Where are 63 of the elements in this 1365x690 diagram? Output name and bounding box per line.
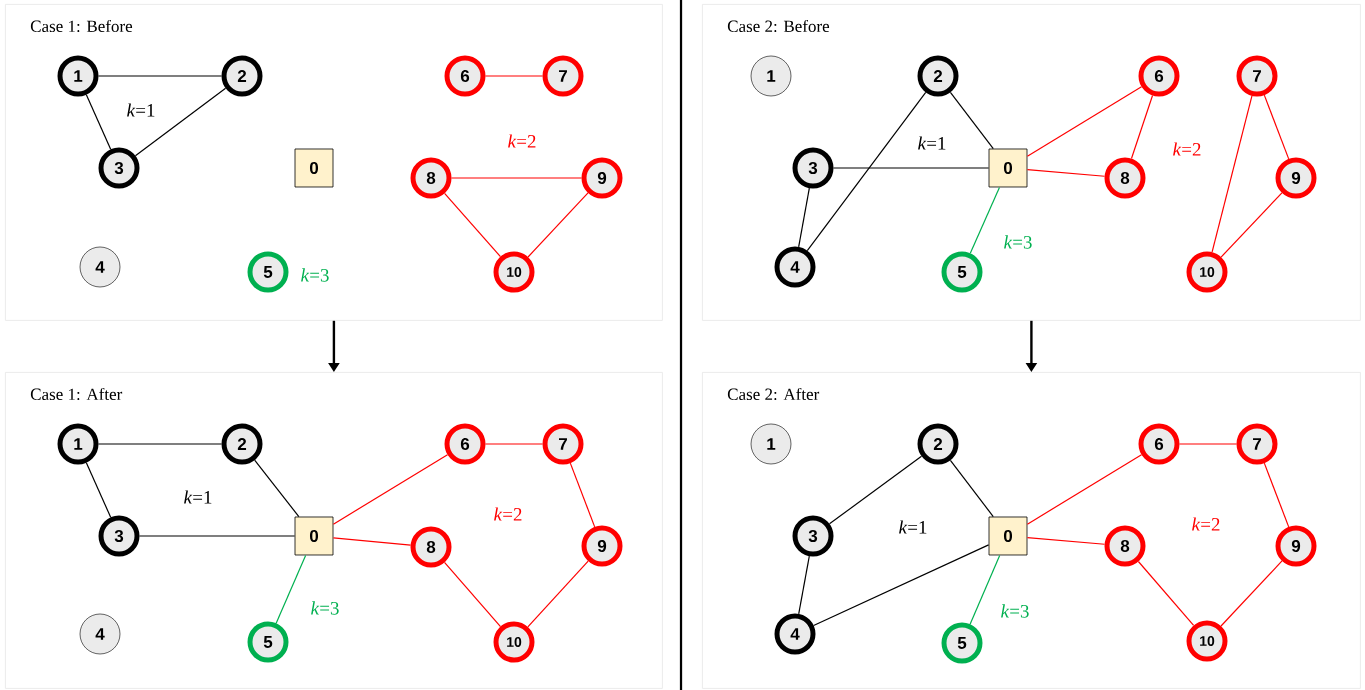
edge-line: [1263, 462, 1290, 528]
edge-line: [1026, 169, 1106, 177]
edge-line: [484, 443, 544, 445]
edge-line: [134, 87, 227, 157]
edge-line: [332, 454, 449, 525]
edge-line: [1178, 443, 1238, 445]
edge-line: [97, 443, 223, 445]
cluster-label: k=1: [127, 103, 155, 117]
edge-line: [828, 455, 923, 525]
edge-line: [1211, 95, 1253, 253]
edge-line: [569, 462, 596, 528]
edge-line: [138, 535, 296, 537]
cluster-label: k=2: [494, 507, 522, 521]
edge-line: [527, 560, 589, 628]
edge-line: [443, 561, 502, 628]
hub-box: 0: [294, 516, 334, 556]
hub-box: 0: [988, 516, 1028, 556]
edge-line: [1026, 86, 1143, 157]
edge-line: [806, 91, 927, 252]
cluster-label: k=1: [899, 520, 927, 534]
panel: [702, 372, 1361, 689]
panel-heading: Case 2: After: [727, 387, 820, 401]
edge-line: [85, 94, 112, 150]
edge-line: [1026, 454, 1143, 525]
edge-line: [443, 192, 502, 258]
cluster-label: k=2: [1173, 142, 1201, 156]
edge-line: [97, 75, 223, 77]
panel-heading: Case 1: After: [30, 387, 123, 401]
cluster-label: k=2: [508, 134, 536, 148]
edge-line: [484, 75, 544, 77]
edge-line: [1220, 560, 1283, 627]
panel: [5, 4, 663, 321]
edge-line: [85, 462, 112, 518]
edge-line: [832, 167, 990, 169]
edge-line: [949, 459, 994, 518]
edge-line: [450, 177, 583, 179]
edge-line: [1263, 94, 1290, 160]
edge-line: [1137, 560, 1195, 627]
cluster-label: k=2: [1192, 517, 1220, 531]
cluster-label: k=3: [1001, 604, 1029, 618]
edge-line: [1130, 94, 1154, 160]
cluster-label: k=1: [918, 136, 946, 150]
edge-line: [332, 537, 412, 546]
edge-line: [949, 91, 994, 150]
panel: [5, 372, 663, 689]
cluster-label: k=1: [184, 490, 212, 504]
panel-heading: Case 2: Before: [727, 19, 830, 33]
edge-line: [798, 187, 810, 248]
edge-line: [1220, 192, 1283, 258]
hub-box: 0: [988, 148, 1028, 188]
edge-line: [798, 555, 810, 615]
cluster-label: k=3: [1004, 235, 1032, 249]
edge-line: [969, 186, 1001, 254]
edge-line: [1026, 537, 1106, 545]
edge-line: [813, 544, 990, 627]
hub-box: 0: [294, 148, 334, 188]
edge-line: [254, 459, 300, 518]
edge-line: [969, 554, 1001, 625]
panel-heading: Case 1: Before: [30, 19, 133, 33]
panel: [702, 4, 1361, 321]
edge-line: [527, 192, 589, 258]
edge-line: [275, 554, 307, 624]
cluster-label: k=3: [311, 601, 339, 615]
